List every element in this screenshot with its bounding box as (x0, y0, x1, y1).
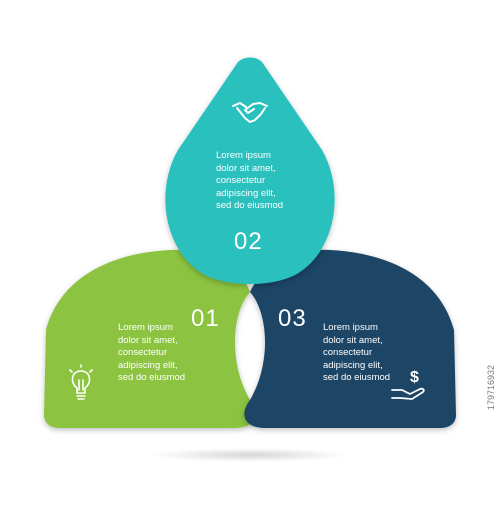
money-hand-icon: $ (391, 369, 425, 400)
ground-shadow (150, 448, 350, 462)
lightbulb-icon (69, 364, 93, 400)
petal-01-shape (44, 249, 256, 428)
petal-02-number: 02 (234, 228, 263, 255)
petal-02-shape (165, 57, 335, 284)
petal-03-number: 03 (278, 305, 307, 332)
watermark-id: 179716932 (486, 364, 496, 410)
petal-02-text: Lorem ipsum dolor sit amet, consectetur … (216, 150, 284, 211)
petal-01-number: 01 (191, 305, 220, 332)
petal-03-text: Lorem ipsum dolor sit amet, consectetur … (323, 322, 391, 383)
petal-01-text: Lorem ipsum dolor sit amet, consectetur … (118, 322, 186, 383)
petal-03-shape (244, 249, 456, 428)
handshake-icon (232, 102, 268, 123)
svg-text:$: $ (410, 369, 419, 386)
